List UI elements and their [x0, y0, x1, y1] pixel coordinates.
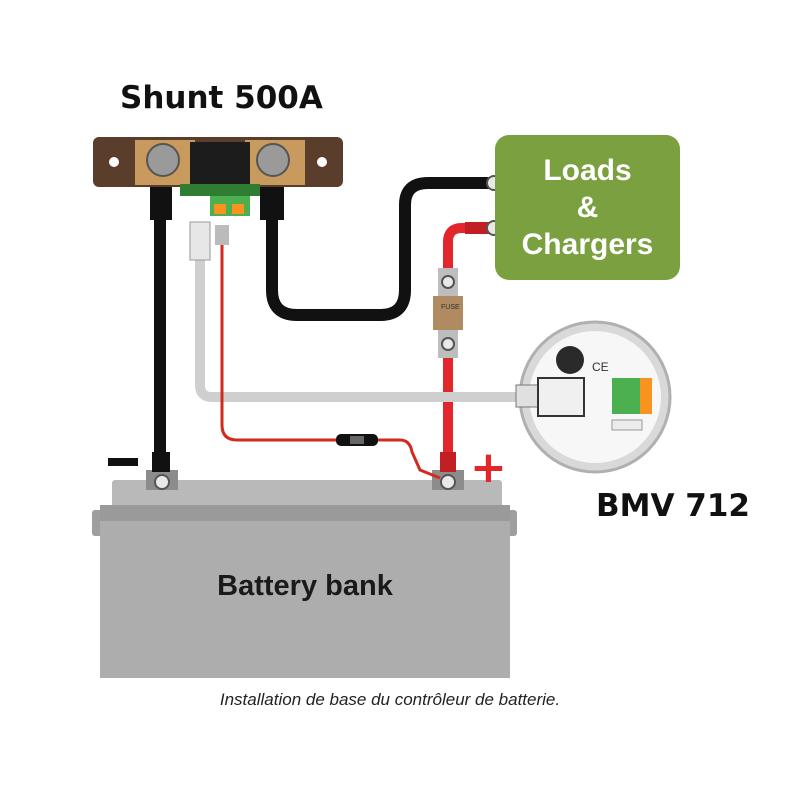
chargers-label: Chargers — [521, 228, 654, 261]
loads-label: Loads — [543, 154, 632, 187]
positive-terminal-sign: + — [470, 442, 507, 493]
negative-load-cable — [266, 177, 490, 321]
battery-bank-label: Battery bank — [217, 570, 393, 602]
shunt-title: Shunt 500A — [120, 80, 323, 116]
fuse-icon — [433, 268, 463, 358]
loads-chargers-box: Loads & Chargers — [495, 135, 680, 280]
battery-icon — [92, 470, 517, 678]
bmv-monitor-icon — [515, 320, 672, 474]
fuse-label: FUSE — [441, 304, 460, 311]
power-supply-wire — [220, 240, 441, 480]
signal-cable — [195, 250, 535, 402]
ampersand-label: & — [576, 191, 599, 224]
shunt-icon — [93, 137, 343, 216]
positive-load-cable — [443, 223, 490, 470]
diagram-caption: Installation de base du contrôleur de ba… — [219, 690, 561, 709]
ce-mark: CE — [592, 360, 609, 374]
negative-terminal-sign — [108, 458, 138, 466]
bmv-title: BMV 712 — [596, 488, 750, 524]
